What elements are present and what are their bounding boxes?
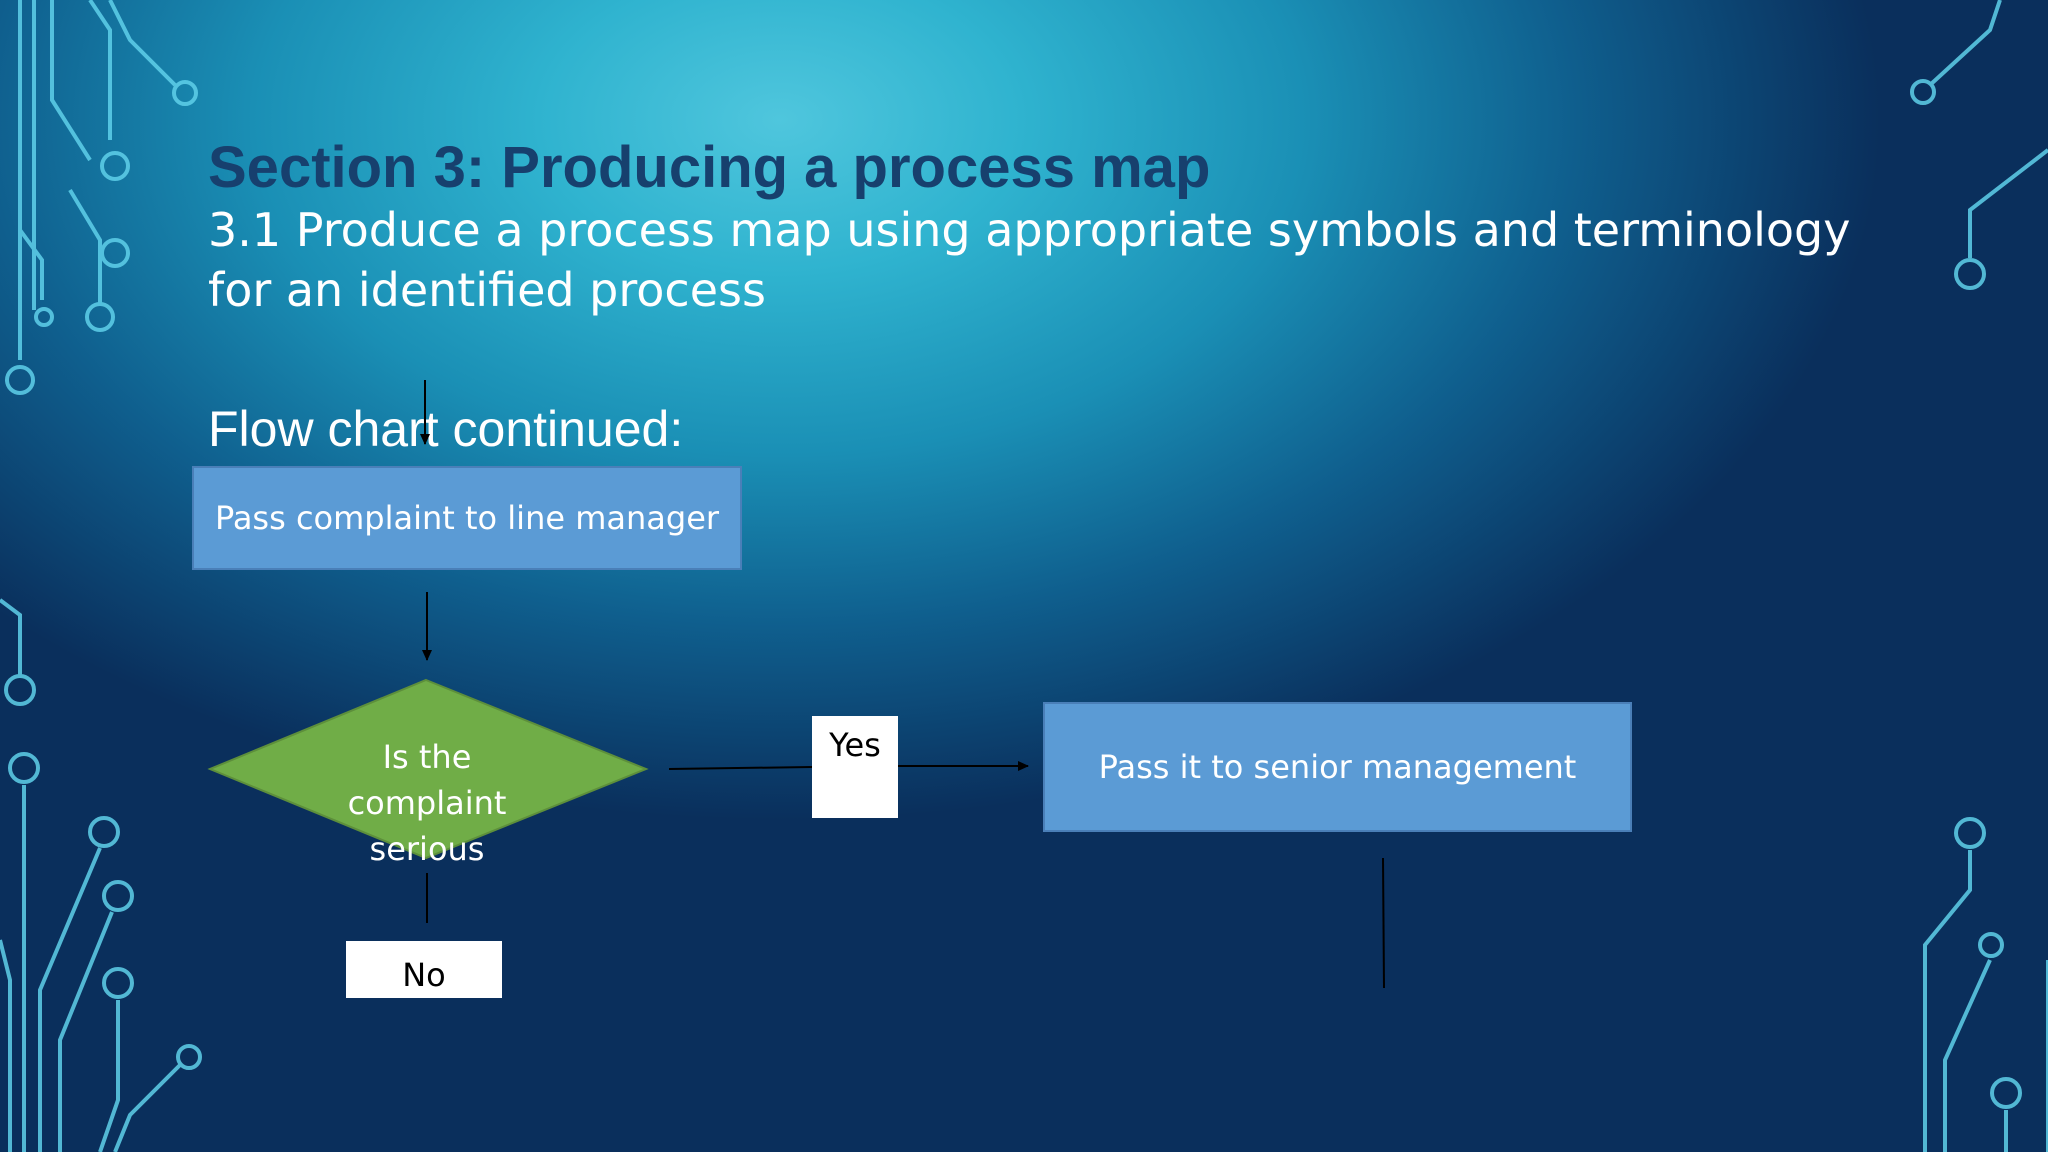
process-box-line-manager: Pass complaint to line manager: [192, 466, 742, 570]
circuit-line: [58, 911, 114, 1152]
no-label: No: [402, 956, 446, 994]
circuit-line: [98, 1000, 120, 1152]
circuit-node: [8, 752, 40, 784]
decision-diamond: [207, 678, 649, 860]
circuit-line: [1923, 850, 1972, 1152]
circuit-node: [1978, 932, 2004, 958]
circuit-node: [1910, 79, 1936, 105]
outgoing-connector: [1382, 857, 1385, 989]
circuit-line: [113, 1063, 182, 1152]
circuit-node: [1954, 817, 1986, 849]
circuit-line: [1928, 0, 2002, 87]
circuit-node: [100, 151, 130, 181]
slide-title: Section 3: Producing a process map: [208, 135, 1211, 200]
circuit-line: [38, 847, 102, 1152]
circuit-node: [1990, 1077, 2022, 1109]
yes-label: Yes: [829, 726, 881, 764]
circuit-line: [88, 0, 112, 140]
circuit-line: [0, 939, 12, 1152]
decision-label: Is the complaint serious: [347, 738, 507, 868]
circuit-node: [100, 238, 130, 268]
circuit-node: [102, 967, 134, 999]
circuit-line: [1968, 148, 2048, 258]
slide-subtitle: 3.1 Produce a process map using appropri…: [208, 203, 1851, 317]
circuit-line: [1943, 959, 1992, 1152]
process-box-label: Pass it to senior management: [1098, 748, 1577, 786]
section-label: Flow chart continued:: [208, 401, 684, 457]
circuit-node: [85, 302, 115, 332]
yes-connector: [668, 766, 813, 770]
circuit-node: [34, 307, 54, 327]
circuit-node: [176, 1044, 202, 1070]
circuit-node: [4, 674, 36, 706]
circuit-node: [88, 816, 120, 848]
circuit-line: [18, 228, 44, 300]
circuit-node: [172, 80, 198, 106]
no-label-box: No: [346, 941, 502, 998]
circuit-line: [50, 0, 92, 162]
circuit-line: [68, 188, 102, 305]
yes-label-box: Yes: [812, 716, 898, 818]
circuit-line: [0, 598, 22, 675]
circuit-node: [1954, 258, 1986, 290]
circuit-node: [5, 365, 35, 395]
circuit-line: [108, 0, 177, 87]
process-box-label: Pass complaint to line manager: [214, 499, 720, 537]
circuit-node: [102, 880, 134, 912]
process-box-senior-management: Pass it to senior management: [1043, 702, 1632, 832]
